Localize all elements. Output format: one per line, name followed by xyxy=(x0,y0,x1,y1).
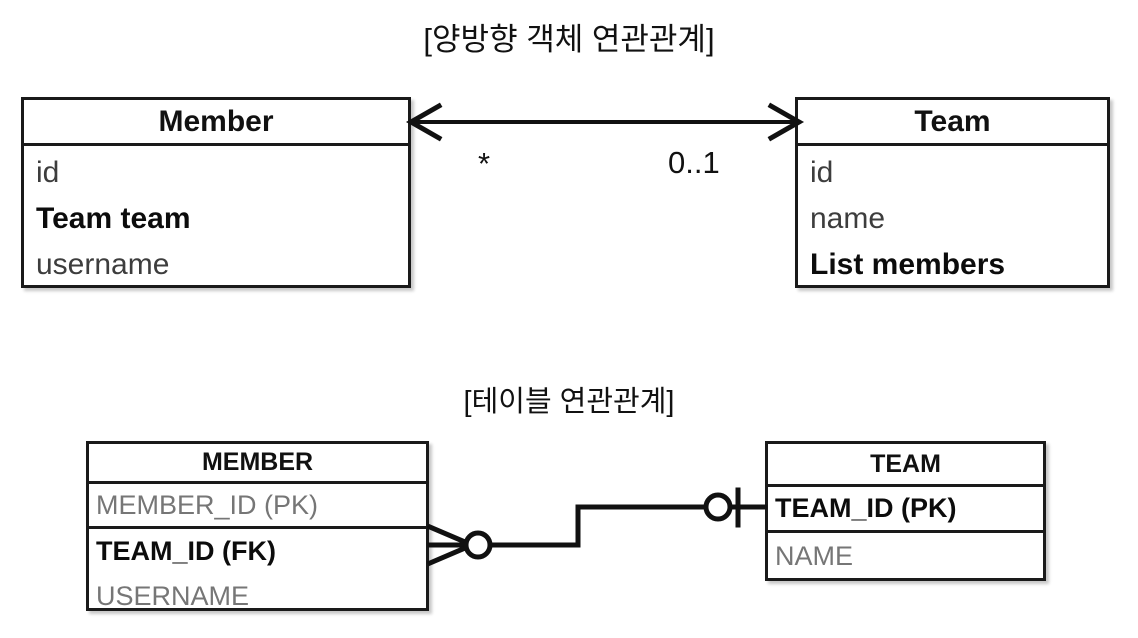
uml-attribute: username xyxy=(36,248,170,281)
er-column: USERNAME xyxy=(96,581,250,611)
object-section-title: [양방향 객체 연관관계] xyxy=(423,22,715,57)
er-table-member[interactable]: MEMBER MEMBER_ID (PK) TEAM_ID (FK) USERN… xyxy=(86,441,429,611)
uml-attribute: name xyxy=(810,202,886,235)
er-table-team-name: TEAM xyxy=(768,444,1043,487)
uml-class-team[interactable]: Team id name List members xyxy=(795,97,1110,288)
uml-class-team-attributes: id name List members xyxy=(798,146,1107,294)
er-table-team[interactable]: TEAM TEAM_ID (PK) NAME xyxy=(765,441,1046,581)
uml-attribute: List members xyxy=(810,248,1006,281)
uml-class-member-name: Member xyxy=(24,100,408,146)
er-column: MEMBER_ID (PK) xyxy=(89,484,426,529)
uml-class-team-name: Team xyxy=(798,100,1107,146)
uml-class-member-attributes: id Team team username xyxy=(24,146,408,294)
multiplicity-member-side: * xyxy=(478,146,491,181)
er-column: TEAM_ID (FK) xyxy=(96,536,276,566)
multiplicity-team-side: 0..1 xyxy=(668,145,720,180)
crows-foot-connector-icon xyxy=(426,487,768,567)
er-table-member-columns: MEMBER_ID (PK) TEAM_ID (FK) USERNAME xyxy=(89,484,426,619)
er-column: NAME xyxy=(775,540,854,571)
uml-attribute: id xyxy=(810,156,834,189)
table-section-title: [테이블 연관관계] xyxy=(463,386,675,418)
er-table-member-name: MEMBER xyxy=(89,444,426,484)
er-column: TEAM_ID (PK) xyxy=(768,487,1043,533)
double-headed-arrow-icon xyxy=(405,102,805,142)
er-table-team-columns: TEAM_ID (PK) NAME xyxy=(768,487,1043,579)
uml-attribute: Team team xyxy=(36,202,191,235)
uml-attribute: id xyxy=(36,156,60,189)
uml-class-member[interactable]: Member id Team team username xyxy=(21,97,411,288)
